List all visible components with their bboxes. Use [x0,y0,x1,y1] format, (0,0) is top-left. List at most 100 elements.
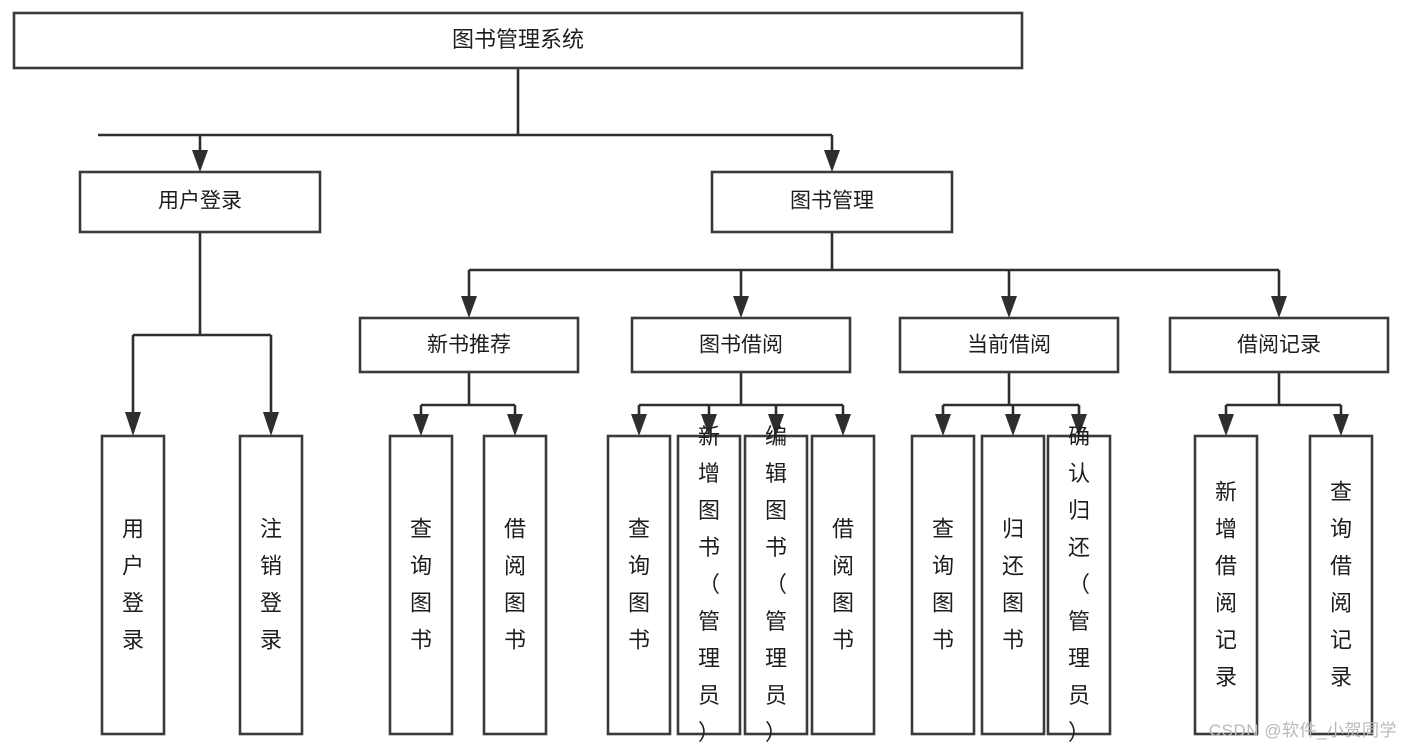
node-new-book-recommend-box[interactable] [358,316,580,374]
arrow-bm-to-record [1271,296,1287,318]
leaf-label-char: 查 [1330,480,1352,505]
arrow-bm-to-borrow [733,296,749,318]
leaf-label-char: 图 [832,591,854,616]
leaf-box-confirm-return[interactable] [1046,434,1112,736]
node-new-book-recommend[interactable]: 新书推荐 [358,316,580,374]
leaf-label-char: 员 [1068,683,1090,708]
leaf-label-char: 阅 [1215,591,1237,616]
leaf-label-char: 增 [698,461,720,486]
arrow-rc-to-leaf2 [1333,414,1349,436]
leaf-label-char: 登 [122,591,144,616]
leaf-nodes-layer [100,434,1374,736]
node-book-management-label: 图书管理 [790,190,874,213]
node-book-borrow[interactable]: 图书借阅 [630,316,852,374]
leaf-label-char: 询 [410,554,432,579]
leaf-label-char: 书 [504,628,526,653]
leaf-label-char: 增 [1215,517,1237,542]
leaf-label-char: 管 [1068,609,1090,634]
leaf-box-edit-book-admin[interactable] [743,434,809,736]
node-borrow-record[interactable]: 借阅记录 [1168,316,1390,374]
leaf-label-char: 书 [410,628,432,653]
leaf-box-add-record[interactable] [1193,434,1259,736]
leaf-label-char: 理 [1068,646,1090,671]
arrow-user-login-to-leaf2 [263,412,279,436]
leaf-label-char: 归 [1002,517,1024,542]
leaf-box-add-book-admin[interactable] [676,434,742,736]
leaf-box-query-record[interactable] [1308,434,1374,736]
leaf-label-char: 注 [260,517,282,542]
leaf-label-char: 记 [1330,628,1352,653]
leaf-label-char: 阅 [504,554,526,579]
leaf-label-char: 用 [122,517,144,542]
leaf-label-char: 记 [1215,628,1237,653]
leaf-box-user-login[interactable] [100,434,166,736]
leaf-label-char: 图 [765,498,787,523]
arrow-root-to-user-login [192,150,208,172]
leaf-label-char: （ [1068,572,1090,597]
node-user-login[interactable]: 用户登录 [78,170,322,234]
leaf-label-char: 录 [1330,665,1352,690]
leaf-label-char: 员 [765,683,787,708]
leaf-label-char: 借 [1215,554,1237,579]
leaf-label-char: 查 [932,517,954,542]
node-root-box[interactable] [12,11,1024,70]
leaf-label-char: ） [765,720,787,745]
leaf-box-borrow-book-bw[interactable] [810,434,876,736]
leaf-box-return-book[interactable] [980,434,1046,736]
arrow-bw-to-leaf3 [768,414,784,436]
node-book-borrow-box[interactable] [630,316,852,374]
leaf-label-char: 理 [698,646,720,671]
arrow-bm-to-new-book [461,296,477,318]
leaf-box-borrow-book-nb[interactable] [482,434,548,736]
leaf-box-logout[interactable] [238,434,304,736]
leaf-label-char: 借 [1330,554,1352,579]
leaf-label-char: 书 [1002,628,1024,653]
connectors-layer [98,68,1349,436]
leaf-label-user-login: 用户登录 [122,517,144,653]
leaf-label-char: 认 [1068,461,1090,486]
node-borrow-record-box[interactable] [1168,316,1390,374]
leaf-box-query-book-cb[interactable] [910,434,976,736]
node-book-management[interactable]: 图书管理 [710,170,954,234]
arrow-cb-to-leaf2 [1005,414,1021,436]
leaf-label-char: 新 [698,424,720,449]
leaf-label-char: 新 [1215,480,1237,505]
node-current-borrow[interactable]: 当前借阅 [898,316,1120,374]
leaf-label-char: 图 [628,591,650,616]
node-root[interactable]: 图书管理系统 [12,11,1024,70]
node-book-borrow-label: 图书借阅 [699,334,783,357]
node-current-borrow-label: 当前借阅 [967,334,1051,357]
leaf-label-char: 录 [122,628,144,653]
arrow-nb-to-leaf1 [413,414,429,436]
leaf-label-char: 确 [1068,424,1090,449]
leaf-label-char: 登 [260,591,282,616]
arrow-bw-to-leaf2 [701,414,717,436]
leaf-label-char: 询 [932,554,954,579]
arrow-rc-to-leaf1 [1218,414,1234,436]
leaf-label-char: 还 [1068,535,1090,560]
node-user-login-label: 用户登录 [158,190,242,213]
leaf-box-query-book-bw[interactable] [606,434,672,736]
node-new-book-recommend-label: 新书推荐 [427,334,511,357]
node-book-management-box[interactable] [710,170,954,234]
arrow-cb-to-leaf1 [935,414,951,436]
leaf-label-char: 询 [1330,517,1352,542]
node-current-borrow-box[interactable] [898,316,1120,374]
leaf-label-char: 询 [628,554,650,579]
leaf-label-char: 录 [260,628,282,653]
arrow-bm-to-current [1001,296,1017,318]
node-user-login-box[interactable] [78,170,322,234]
leaf-label-char: ） [1068,720,1090,745]
leaf-label-char: 阅 [1330,591,1352,616]
leaf-label-char: 编 [765,424,787,449]
leaf-box-query-book-nb[interactable] [388,434,454,736]
node-borrow-record-label: 借阅记录 [1237,334,1321,357]
